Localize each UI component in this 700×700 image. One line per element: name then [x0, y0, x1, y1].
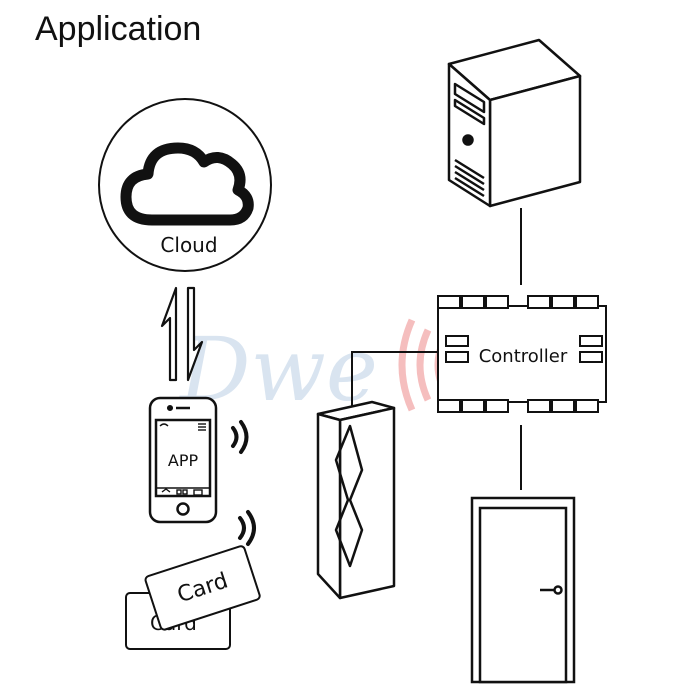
card-reader-icon — [316, 400, 396, 600]
cloud-label: Cloud — [160, 233, 217, 257]
card-front: Card — [144, 545, 261, 631]
page-title: Application — [35, 10, 202, 48]
phone-signal-icon — [231, 420, 249, 454]
cloud-node: Cloud — [98, 98, 272, 272]
controller-box: Controller — [437, 295, 607, 413]
card-signal-icon — [238, 510, 256, 546]
cloud-icon — [120, 142, 254, 226]
connection-lines — [351, 208, 522, 490]
reader-controller-line — [351, 351, 438, 420]
phone-app-label: APP — [168, 451, 199, 470]
controller-terminals-top — [437, 295, 599, 309]
smartphone-icon: APP — [148, 396, 218, 524]
door-icon — [470, 496, 576, 684]
phone-status-bar — [159, 423, 206, 431]
server-icon — [447, 38, 582, 208]
controller-label: Controller — [479, 346, 568, 367]
controller-terminals-bottom — [437, 399, 599, 413]
phone-bottom-bar — [156, 487, 210, 496]
bidirectional-arrow-icon — [160, 286, 204, 382]
